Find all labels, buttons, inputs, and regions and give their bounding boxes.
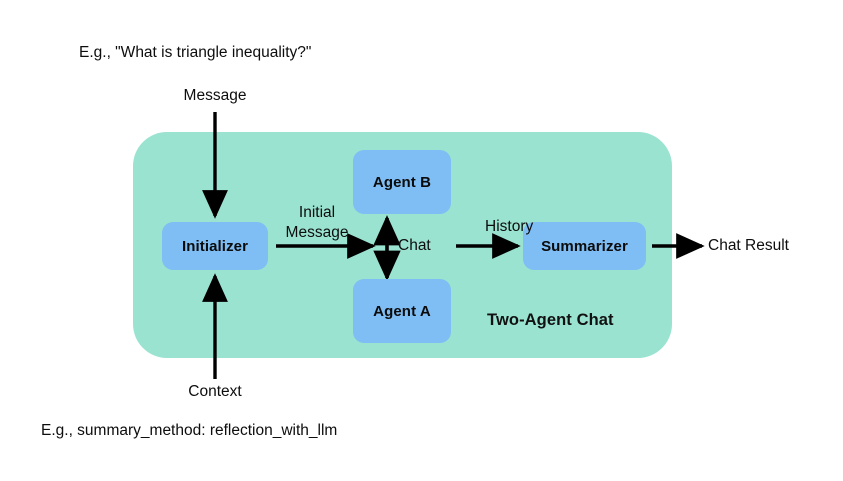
edge-label-initial-message-line2: Message: [285, 224, 349, 241]
panel-title: Two-Agent Chat: [487, 311, 614, 329]
node-agent-b[interactable]: Agent B: [353, 150, 451, 214]
node-initializer-label: Initializer: [181, 237, 249, 255]
edge-label-initial-message-line1: Initial: [298, 204, 336, 221]
edge-label-initial-message: Initial Message: [257, 203, 377, 243]
edge-label-chat: Chat: [398, 237, 431, 254]
node-initializer[interactable]: Initializer: [162, 222, 268, 270]
example-context-annotation: E.g., summary_method: reflection_with_ll…: [41, 422, 338, 439]
node-summarizer-label: Summarizer: [541, 237, 628, 255]
edge-label-history: History: [485, 218, 534, 235]
node-agent-a-label: Agent A: [373, 302, 431, 320]
context-label: Context: [188, 383, 242, 400]
chat-result-label: Chat Result: [708, 237, 789, 254]
node-summarizer[interactable]: Summarizer: [523, 222, 646, 270]
node-agent-a[interactable]: Agent A: [353, 279, 451, 343]
node-agent-b-label: Agent B: [372, 173, 432, 191]
message-label: Message: [183, 87, 247, 104]
example-message-annotation: E.g., "What is triangle inequality?": [79, 44, 312, 61]
